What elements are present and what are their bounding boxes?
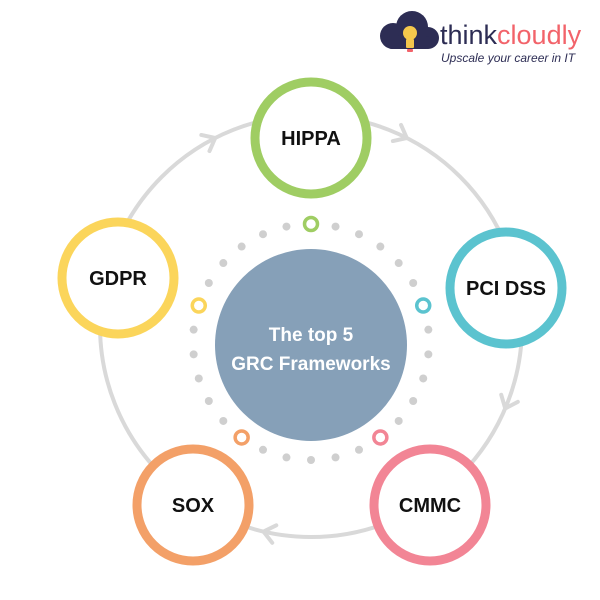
inner-ring-dot — [219, 416, 228, 425]
inner-ring-dot — [394, 259, 403, 268]
node-marker-ring — [302, 215, 320, 233]
node-sox-label: SOX — [172, 495, 215, 517]
node-gdpr-label: GDPR — [89, 268, 147, 290]
inner-ring-dot — [189, 350, 198, 359]
dotted-inner-ring — [189, 222, 433, 464]
center-circle — [215, 249, 407, 441]
inner-ring-dot — [194, 374, 203, 383]
inner-ring-dot — [331, 453, 340, 462]
inner-ring-dot — [282, 222, 291, 231]
inner-ring-dot — [259, 230, 268, 239]
cycle-arrow-head — [390, 122, 409, 144]
inner-ring-dot — [331, 222, 340, 231]
inner-ring-dot — [394, 416, 403, 425]
inner-ring-dot — [354, 445, 363, 454]
node-pci-dss-circle — [445, 227, 567, 349]
node-hippa-label: HIPPA — [281, 128, 341, 150]
node-sox: SOX — [132, 444, 254, 566]
node-cmmc-circle — [369, 444, 491, 566]
inner-ring-dot — [419, 374, 428, 383]
inner-ring-dot — [424, 350, 433, 359]
node-gdpr: GDPR — [57, 217, 179, 339]
brand-name: thinkcloudly — [440, 20, 582, 50]
inner-ring-dot — [259, 445, 268, 454]
brand-logo: thinkcloudly Upscale your career in IT — [380, 11, 582, 65]
center-title-line1: The top 5 — [269, 325, 354, 346]
inner-ring-dot — [424, 325, 433, 334]
node-sox-circle — [132, 444, 254, 566]
center-title-line2: GRC Frameworks — [231, 354, 390, 375]
inner-ring-dot — [237, 242, 246, 251]
node-marker-ring — [190, 297, 208, 314]
brand-tagline: Upscale your career in IT — [441, 51, 577, 65]
inner-ring-dot — [354, 230, 363, 239]
brand-name-think: think — [440, 20, 498, 50]
inner-ring-dot — [282, 453, 291, 462]
cloud-bulb-logo-icon — [380, 11, 439, 52]
inner-ring-dot — [189, 325, 198, 334]
node-hippa: HIPPA — [250, 77, 372, 199]
inner-ring-dot — [409, 397, 418, 405]
inner-ring-dot — [376, 242, 385, 251]
node-hippa-circle — [250, 77, 372, 199]
cycle-arrow-head — [261, 523, 279, 545]
inner-ring-dot — [219, 259, 228, 268]
inner-ring-dot — [204, 279, 213, 287]
node-pci-dss: PCI DSS — [445, 227, 567, 349]
node-gdpr-circle — [57, 217, 179, 339]
cycle-arrow-head — [199, 132, 218, 154]
node-pci-dss-label: PCI DSS — [466, 278, 546, 300]
inner-ring-dot — [409, 279, 418, 287]
cycle-arrow-head — [499, 392, 520, 411]
node-marker-ring — [414, 297, 432, 314]
node-cmmc-label: CMMC — [399, 495, 461, 517]
inner-ring-dot — [204, 397, 213, 405]
inner-ring-dot — [307, 456, 315, 464]
node-cmmc: CMMC — [369, 444, 491, 566]
node-marker-ring — [372, 429, 389, 446]
node-markers — [190, 215, 432, 446]
brand-name-cloudly: cloudly — [497, 20, 582, 50]
node-marker-ring — [233, 429, 250, 446]
